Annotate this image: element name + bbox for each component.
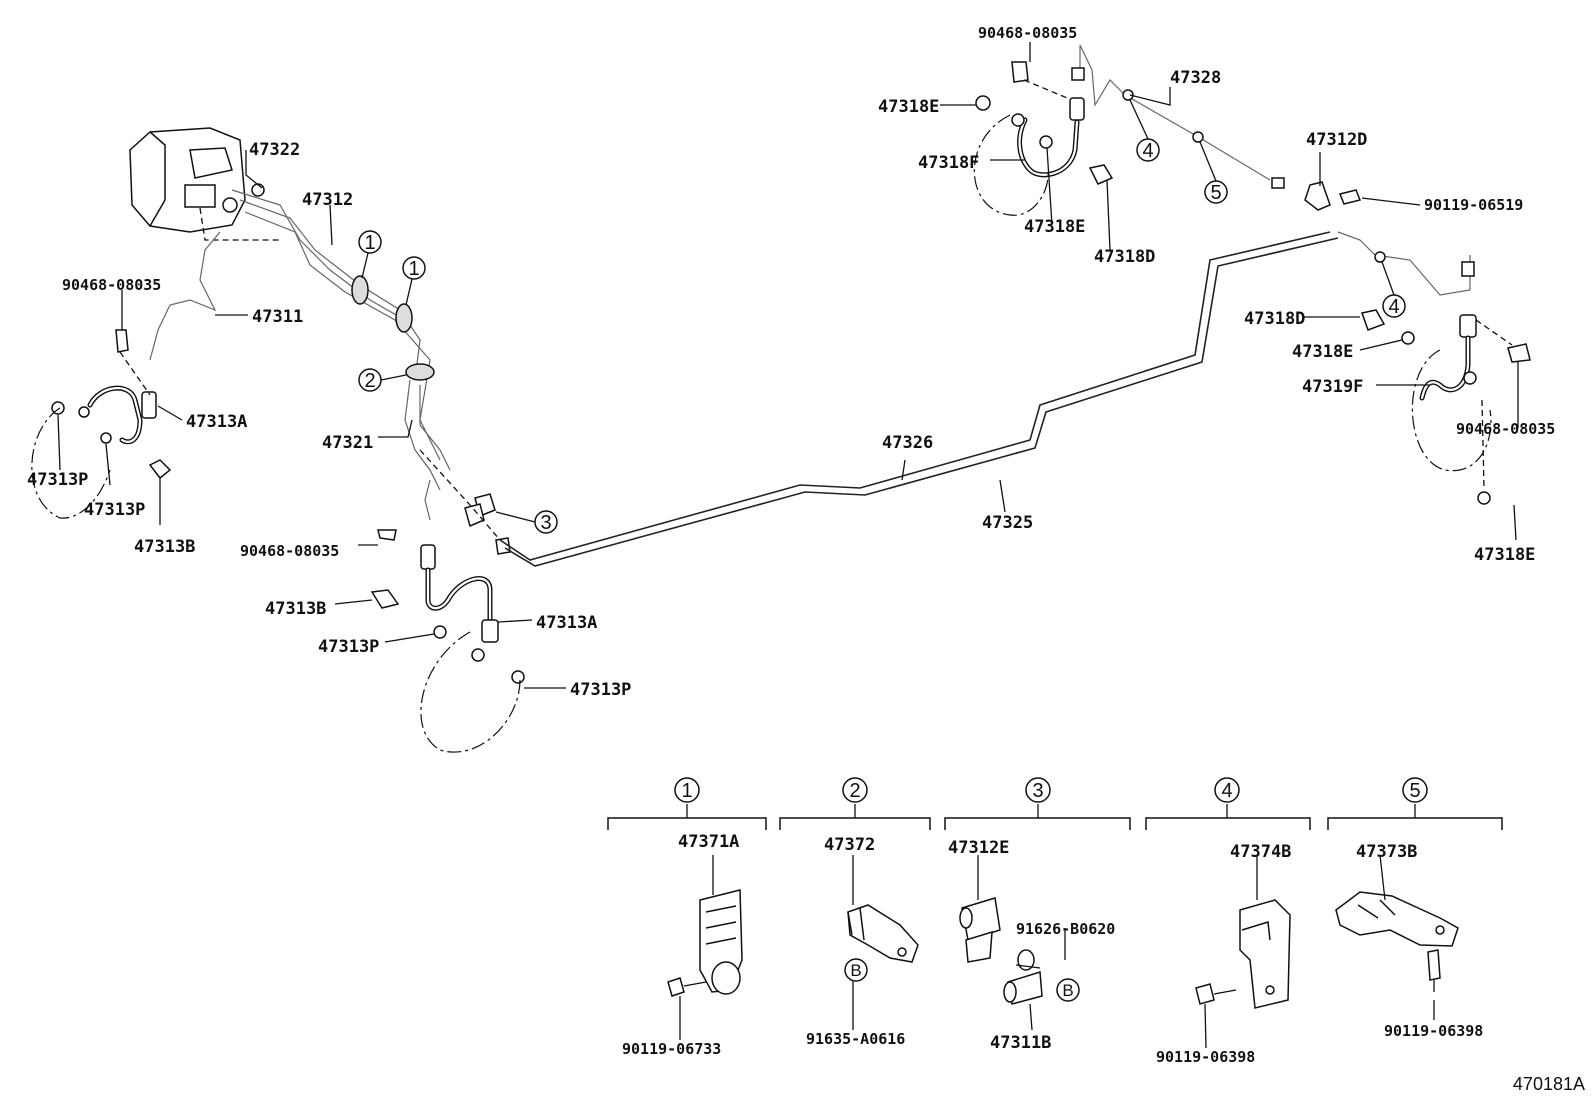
section-header-1: 1 [674, 777, 700, 803]
label-47313P-lower: 47313P [318, 637, 379, 657]
callout-1b: 1 [402, 256, 426, 306]
callout-4b-text: 4 [1388, 296, 1399, 318]
label-90119-06733: 90119-06733 [622, 1040, 721, 1058]
label-47319F: 47319F [1302, 377, 1363, 397]
label-47313A-upper: 47313A [186, 412, 247, 432]
callout-3: 3 [495, 510, 558, 534]
callout-3-text: 3 [540, 512, 551, 534]
callout-1a-text: 1 [364, 232, 375, 254]
callout-4a-text: 4 [1142, 140, 1153, 162]
front-right-flex-hose [370, 544, 525, 753]
callout-b-left-text: B [850, 961, 861, 980]
label-90119-06398-left: 90119-06398 [1156, 1048, 1255, 1066]
callout-2-text: 2 [364, 370, 375, 392]
front-left-flex-hose [31, 329, 172, 519]
label-47318F: 47318F [918, 153, 979, 173]
label-47313B-left: 47313B [134, 537, 195, 557]
label-47325: 47325 [982, 513, 1033, 533]
section-header-4: 4 [1214, 777, 1240, 803]
label-47313P-right: 47313P [570, 680, 631, 700]
label-90119-06519: 90119-06519 [1424, 196, 1523, 214]
callout-2: 2 [358, 368, 407, 392]
label-47318E-top-left: 47318E [878, 97, 939, 117]
section-3-text: 3 [1032, 780, 1043, 802]
label-90468-08035-right: 90468-08035 [1456, 420, 1555, 438]
label-91635-A0616: 91635-A0616 [806, 1030, 905, 1048]
clamp-detail-section [607, 804, 1503, 1009]
callout-b-left: B [844, 958, 868, 982]
tube-47311 [149, 231, 221, 361]
center-tube-bundle [351, 275, 511, 555]
label-90468-08035-mid: 90468-08035 [240, 542, 339, 560]
section-4-text: 4 [1221, 780, 1232, 802]
callout-1a: 1 [358, 230, 382, 279]
label-47371A: 47371A [678, 832, 739, 852]
section-5-text: 5 [1409, 780, 1420, 802]
section-header-2: 2 [842, 777, 868, 803]
label-47322: 47322 [249, 140, 300, 160]
part-labels: 47322 47312 47311 90468-08035 47313A 473… [27, 24, 1585, 1094]
label-47321: 47321 [322, 433, 373, 453]
label-90119-06398-right: 90119-06398 [1384, 1022, 1483, 1040]
rear-brake-tubes [499, 231, 1339, 567]
label-47318E-bottom-right: 47318E [1474, 545, 1535, 565]
label-47318D-right: 47318D [1244, 309, 1305, 329]
callout-b-right-text: B [1062, 981, 1073, 1000]
section-header-3: 3 [1025, 777, 1051, 803]
label-47373B: 47373B [1356, 842, 1417, 862]
label-47374B: 47374B [1230, 842, 1291, 862]
label-47312: 47312 [302, 190, 353, 210]
label-47313B-lower: 47313B [265, 599, 326, 619]
rear-right-upper-assembly [973, 44, 1362, 216]
label-47318E-right: 47318E [1292, 342, 1353, 362]
diagram-code: 470181A [1513, 1074, 1585, 1094]
leader-lines [57, 42, 1519, 1049]
label-47312D: 47312D [1306, 130, 1367, 150]
label-47318D-top: 47318D [1094, 247, 1155, 267]
callout-1b-text: 1 [408, 258, 419, 280]
section-1-text: 1 [681, 780, 692, 802]
label-90468-08035-left: 90468-08035 [62, 276, 161, 294]
callout-5-text: 5 [1210, 182, 1221, 204]
label-47311B: 47311B [990, 1033, 1051, 1053]
label-91626-B0620: 91626-B0620 [1016, 920, 1115, 938]
callout-b-right: B [1056, 978, 1080, 1002]
label-47313P-mid: 47313P [84, 500, 145, 520]
label-47326: 47326 [882, 433, 933, 453]
section-2-text: 2 [849, 780, 860, 802]
brake-actuator-assembly [129, 127, 441, 461]
callout-4b: 4 [1381, 261, 1406, 318]
label-47313A-lower: 47313A [536, 613, 597, 633]
label-47312E: 47312E [948, 838, 1009, 858]
callout-5: 5 [1199, 141, 1228, 204]
section-header-5: 5 [1402, 777, 1428, 803]
rear-right-lower-assembly [1337, 231, 1531, 505]
label-47318E-top-mid: 47318E [1024, 217, 1085, 237]
label-47311: 47311 [252, 307, 303, 327]
callout-4a: 4 [1129, 99, 1160, 162]
label-47313P-left: 47313P [27, 470, 88, 490]
label-47328: 47328 [1170, 68, 1221, 88]
label-90468-08035-top: 90468-08035 [978, 24, 1077, 42]
label-47372: 47372 [824, 835, 875, 855]
